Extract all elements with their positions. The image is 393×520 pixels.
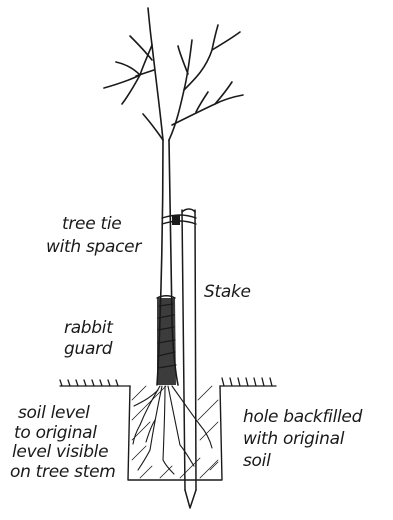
rabbit-guard	[157, 296, 176, 385]
label-rabbit-guard-line2: guard	[64, 339, 113, 359]
tree-branches	[104, 8, 243, 140]
label-soil-level: soil level to original level visible on …	[10, 403, 116, 482]
label-tree-tie: tree tie with spacer	[46, 214, 142, 257]
label-soil-level-line2: to original	[14, 423, 97, 443]
label-tree-tie-line2: with spacer	[46, 237, 142, 257]
label-stake: Stake	[204, 282, 251, 302]
label-rabbit-guard-line1: rabbit	[64, 318, 114, 338]
label-hole-backfilled-line2: with original	[243, 429, 345, 449]
label-hole-backfilled-line3: soil	[243, 451, 271, 471]
label-hole-backfilled: hole backfilled with original soil	[243, 407, 363, 471]
label-soil-level-line4: on tree stem	[10, 462, 116, 482]
stake	[182, 209, 196, 508]
planting-hole	[128, 386, 222, 480]
label-rabbit-guard: rabbit guard	[64, 318, 114, 359]
label-tree-tie-line1: tree tie	[62, 214, 121, 234]
label-soil-level-line3: level visible	[12, 442, 108, 462]
tree-roots	[133, 386, 212, 474]
label-soil-level-line1: soil level	[18, 403, 90, 423]
tree-tie	[162, 215, 196, 225]
label-stake-text: Stake	[204, 282, 251, 302]
label-hole-backfilled-line1: hole backfilled	[243, 407, 363, 427]
